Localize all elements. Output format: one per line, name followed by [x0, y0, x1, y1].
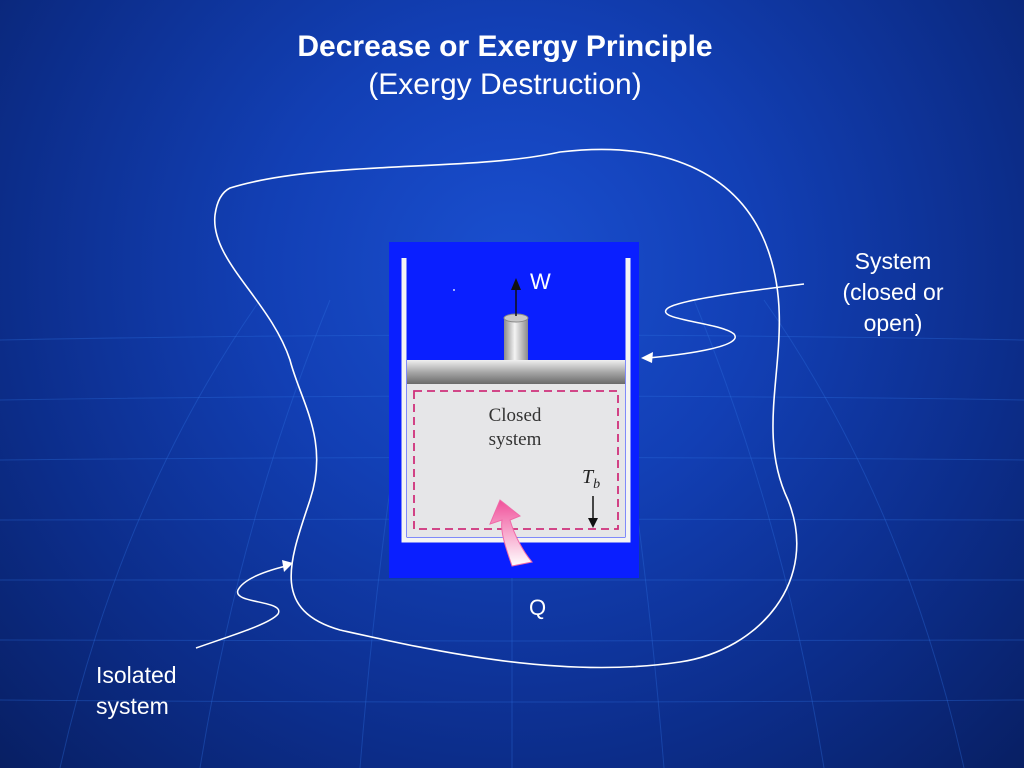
system-leader-line	[647, 283, 805, 359]
system-label-line-3: open)	[863, 310, 923, 336]
work-label: W	[530, 269, 551, 294]
isolated-leader-line	[195, 565, 287, 649]
tb-sub: b	[593, 477, 601, 492]
tb-base: T	[582, 466, 594, 488]
isolated-system-label: Isolated system	[96, 660, 246, 722]
isolated-boundary	[214, 148, 798, 669]
closed-system-label-line-1: Closed	[488, 405, 542, 426]
closed-system-label-line-2: system	[488, 429, 542, 450]
isolated-label-line-2: system	[96, 693, 169, 719]
slide-subtitle: (Exergy Destruction)	[368, 68, 642, 101]
system-label: System (closed or open)	[818, 246, 968, 339]
isolated-label-line-1: Isolated	[96, 662, 177, 688]
system-label-line-2: (closed or	[842, 279, 944, 305]
title-block: Decrease or Exergy Principle (Exergy Des…	[0, 28, 1010, 104]
speck	[453, 289, 455, 291]
boundary-temperature-label: Tb	[582, 466, 600, 493]
isolated-leader-arrowhead	[282, 560, 293, 572]
heat-arrow	[489, 499, 533, 567]
work-arrow-head	[511, 278, 521, 290]
gas-region	[407, 384, 625, 537]
piston	[407, 360, 625, 384]
tb-arrow-head	[588, 518, 598, 528]
closed-system-label: Closed system	[470, 404, 560, 452]
piston-rod	[504, 318, 528, 360]
closed-system-boundary	[413, 390, 619, 530]
heat-label: Q	[529, 595, 547, 620]
system-label-line-1: System	[854, 248, 932, 274]
system-leader-arrowhead	[641, 352, 653, 363]
slide-title: Decrease or Exergy Principle	[297, 30, 713, 63]
